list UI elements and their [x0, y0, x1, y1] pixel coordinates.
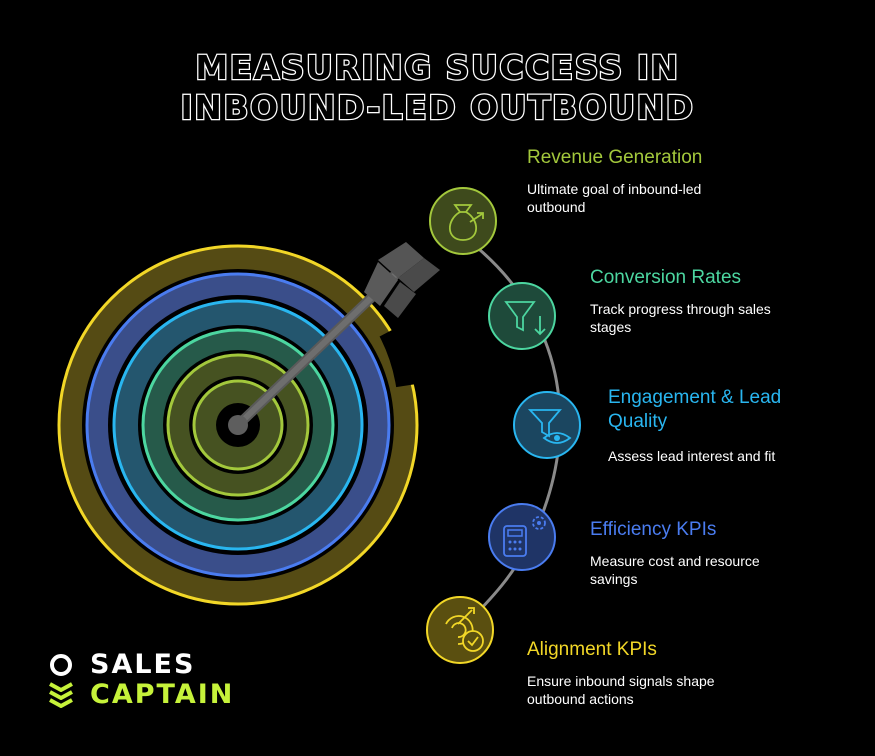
item-efficiency-title: Efficiency KPIs	[590, 519, 717, 540]
item-alignment-desc: Ensure inbound signals shape outbound ac…	[527, 673, 715, 707]
item-engagement-title: Engagement & Lead Quality	[608, 387, 782, 432]
funnel-icon	[488, 282, 556, 350]
item-efficiency-desc: Measure cost and resource savings	[590, 553, 760, 587]
calculator-gear-icon	[488, 503, 556, 571]
item-alignment-title: Alignment KPIs	[527, 639, 657, 660]
sales-captain-logo-icon	[49, 654, 73, 708]
item-revenue-desc: Ultimate goal of inbound-led outbound	[527, 181, 702, 215]
item-revenue-title: Revenue Generation	[527, 147, 703, 168]
logo-text-line-2: CAPTAIN	[90, 679, 235, 710]
arrow-fletching-bottom	[364, 262, 398, 306]
funnel-eye-icon	[513, 391, 581, 459]
item-conversion-desc: Track progress through sales stages	[590, 301, 771, 335]
title-line-1: MEASURING SUCCESS IN	[194, 47, 680, 89]
arrow-fletching-bottom2	[384, 282, 416, 318]
logo-text-line-1: SALES	[90, 649, 196, 680]
arrow-fletching-top2	[398, 258, 440, 292]
item-engagement-desc: Assess lead interest and fit	[608, 448, 776, 464]
arrow	[228, 242, 440, 435]
title-line-2: INBOUND-LED OUTBOUND	[179, 87, 695, 129]
target-check-icon	[426, 596, 494, 664]
money-bag-icon	[429, 187, 497, 255]
arrow-fletching-top	[378, 242, 424, 278]
item-conversion-title: Conversion Rates	[590, 267, 742, 288]
